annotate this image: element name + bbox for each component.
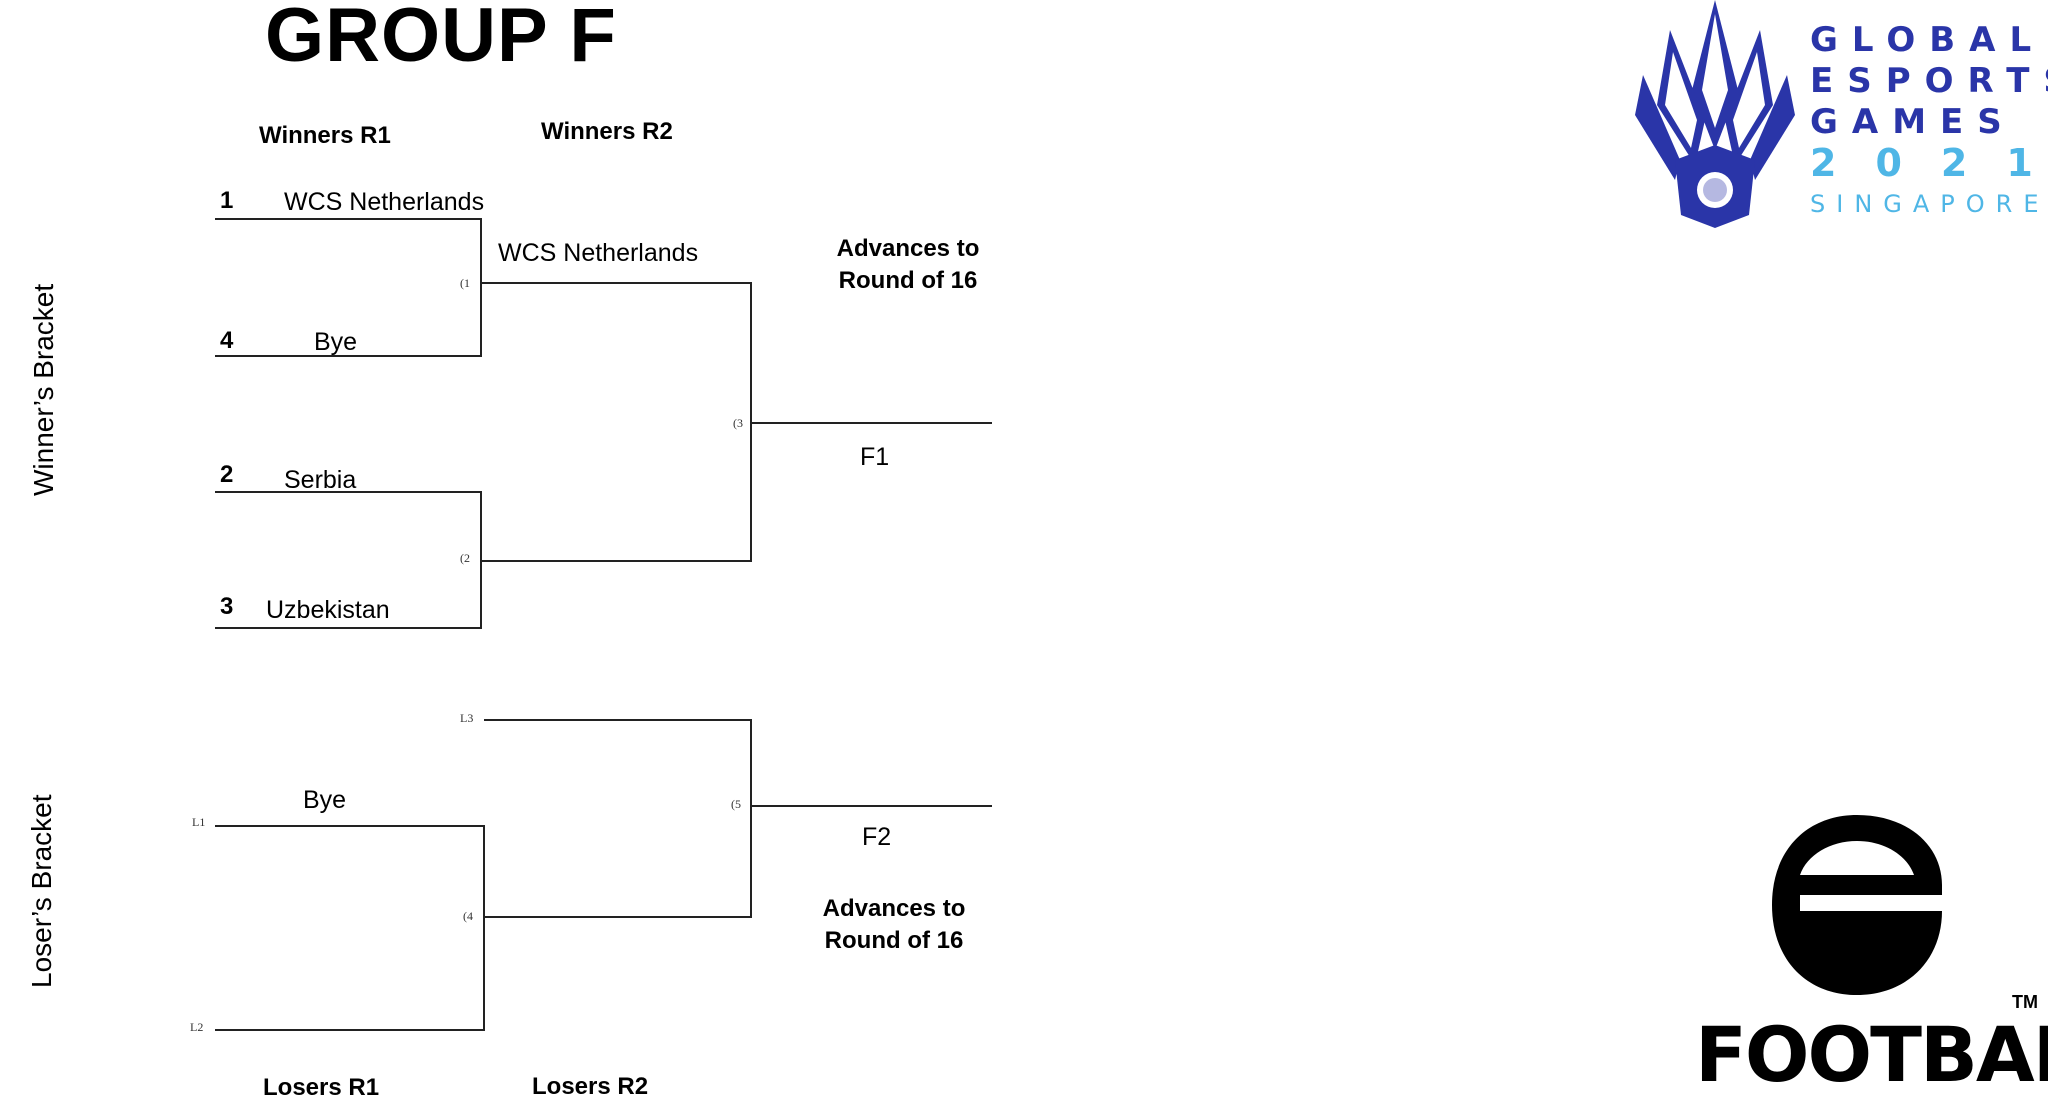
ges-year: 2021 [1810, 141, 2048, 185]
bracket-line [485, 916, 752, 918]
bracket-line [215, 627, 482, 629]
ges-line: ESPORTS [1810, 61, 2048, 101]
team-name: Uzbekistan [266, 596, 390, 624]
losers-r2-header: Losers R2 [532, 1073, 649, 1100]
seed-number: 2 [220, 461, 234, 488]
bracket-line [215, 355, 482, 357]
bracket-line [482, 560, 752, 562]
page-title: GROUP F [265, 0, 617, 78]
match-marker: (3 [733, 416, 743, 430]
bracket-line [484, 719, 752, 721]
bracket-line [752, 422, 992, 424]
trademark-mark: TM [2012, 992, 2038, 1012]
losers-bracket-label: Loser’s Bracket [26, 794, 57, 989]
losers-r1-header: Losers R1 [263, 1074, 380, 1101]
seed-number: 1 [220, 187, 234, 214]
winners-bracket-label: Winner’s Bracket [28, 283, 59, 496]
bracket-line [750, 719, 752, 918]
bracket-line [215, 1029, 485, 1031]
bracket-line [215, 491, 482, 493]
advance-note-line: Round of 16 [824, 927, 964, 954]
final-label-f2: F2 [862, 823, 892, 851]
match-marker: (1 [460, 276, 470, 290]
bracket-line [215, 825, 485, 827]
bracket-line [480, 491, 482, 629]
seed-number: 4 [220, 327, 234, 354]
loser-slot-label: L3 [460, 711, 474, 725]
efootball-e-logo [1772, 815, 1942, 995]
ges-line: GAMES [1810, 102, 2016, 142]
bracket-line [480, 218, 482, 357]
team-name: Bye [303, 786, 347, 814]
global-esports-games-emblem [1635, 0, 1795, 232]
match-marker: (2 [460, 551, 470, 565]
final-label-f1: F1 [860, 443, 890, 471]
bracket-line [215, 218, 482, 220]
efootball-wordmark: FOOTBALL [1695, 1010, 2048, 1099]
team-name: Serbia [284, 466, 357, 494]
match-marker: (4 [463, 909, 473, 923]
match-marker: (5 [731, 797, 741, 811]
advance-note-top: Advances to Round of 16 [808, 233, 1008, 297]
team-name: WCS Netherlands [284, 188, 485, 216]
ges-city: SINGAPORE [1810, 190, 2048, 218]
loser-slot-label: L1 [192, 815, 206, 829]
ges-logo-text: GLOBAL ESPORTS GAMES 2021 SINGAPORE [1810, 20, 2048, 225]
winners-r2-header: Winners R2 [541, 118, 673, 145]
team-name: Bye [314, 328, 358, 356]
bracket-line [752, 805, 992, 807]
bracket-line [483, 825, 485, 1031]
seed-number: 3 [220, 593, 234, 620]
advance-note-line: Advances to [836, 235, 980, 262]
advance-note-bottom: Advances to Round of 16 [794, 893, 994, 957]
bracket-line [482, 282, 752, 284]
advance-note-line: Round of 16 [838, 267, 978, 294]
ges-line: GLOBAL [1810, 20, 2046, 60]
bracket-line [750, 282, 752, 562]
advance-note-line: Advances to [822, 895, 966, 922]
loser-slot-label: L2 [190, 1020, 204, 1034]
team-name: WCS Netherlands [498, 239, 699, 267]
winners-r1-header: Winners R1 [259, 122, 391, 149]
